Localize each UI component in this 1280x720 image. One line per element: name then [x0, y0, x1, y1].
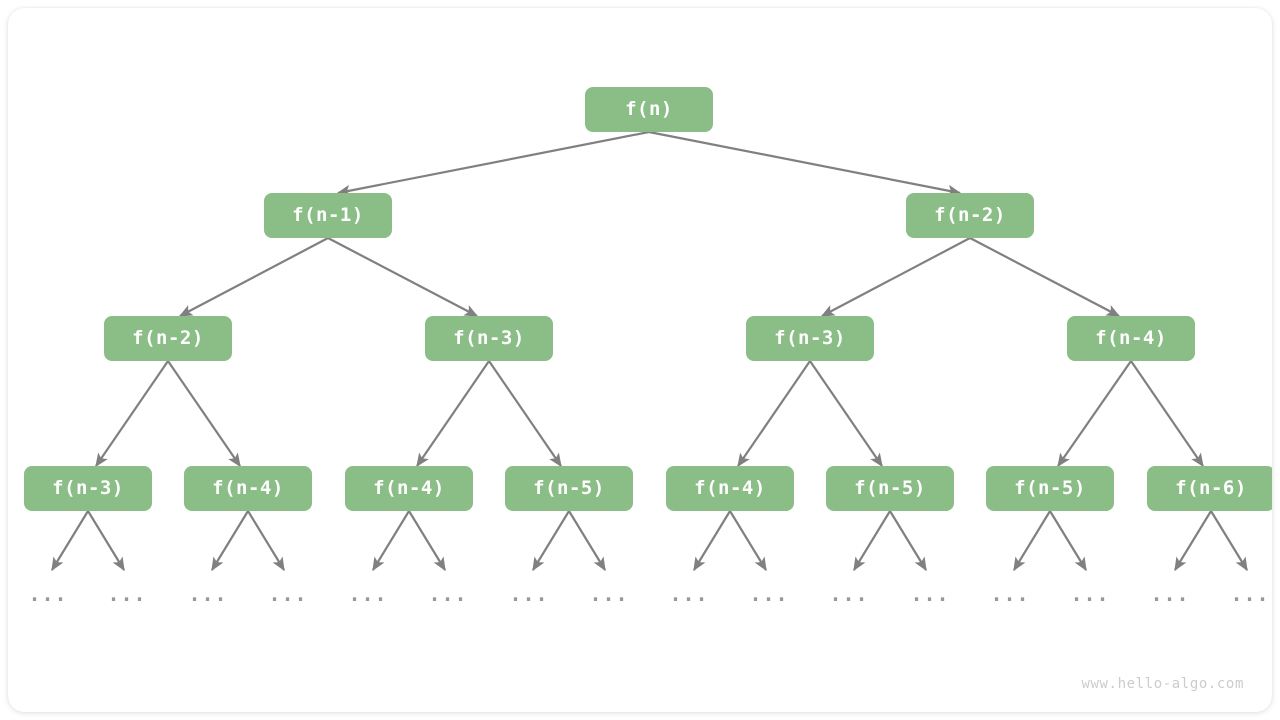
ellipsis-marker: ... — [1070, 582, 1110, 606]
ellipsis-marker: ... — [910, 582, 950, 606]
tree-edge — [1210, 510, 1248, 572]
tree-edge — [648, 130, 962, 197]
watermark: www.hello-algo.com — [1081, 676, 1244, 692]
tree-edge — [408, 510, 446, 572]
tree-edge — [1013, 510, 1051, 572]
tree-edge — [416, 360, 490, 468]
ellipsis-marker: ... — [589, 582, 629, 606]
tree-edge — [1174, 510, 1212, 572]
tree-node[interactable]: f(n-4) — [184, 465, 312, 511]
tree-node[interactable]: f(n-5) — [986, 465, 1114, 511]
tree-node[interactable]: f(n) — [585, 86, 713, 132]
tree-edge — [488, 360, 562, 468]
tree-edge — [87, 510, 125, 572]
tree-node[interactable]: f(n-3) — [425, 315, 553, 361]
tree-node[interactable]: f(n-2) — [906, 192, 1034, 238]
tree-node[interactable]: f(n-6) — [1147, 465, 1272, 511]
tree-edge — [1130, 360, 1204, 468]
tree-edge — [532, 510, 570, 572]
ellipsis-marker: ... — [669, 582, 709, 606]
tree-edge — [336, 130, 650, 197]
tree-edge — [372, 510, 410, 572]
ellipsis-marker: ... — [268, 582, 308, 606]
ellipsis-marker: ... — [1150, 582, 1190, 606]
ellipsis-marker: ... — [829, 582, 869, 606]
tree-edge — [1057, 360, 1132, 468]
tree-edge — [568, 510, 606, 572]
tree-edge — [167, 360, 241, 468]
tree-node[interactable]: f(n-2) — [104, 315, 232, 361]
ellipsis-marker: ... — [509, 582, 549, 606]
ellipsis-marker: ... — [28, 582, 68, 606]
tree-edge — [737, 360, 811, 468]
tree-node[interactable]: f(n-5) — [826, 465, 954, 511]
tree-edge — [327, 237, 479, 317]
ellipsis-marker: ... — [428, 582, 468, 606]
tree-node[interactable]: f(n-5) — [505, 465, 633, 511]
tree-node[interactable]: f(n-3) — [746, 315, 874, 361]
ellipsis-marker: ... — [1230, 582, 1270, 606]
tree-edge — [969, 237, 1121, 317]
diagram-card: f(n) f(n-1) f(n-2) f(n-2) f(n-3) f(n-3) f(n-4)… — [8, 8, 1272, 712]
tree-edge — [853, 510, 891, 572]
tree-node[interactable]: f(n-4) — [345, 465, 473, 511]
tree-node[interactable]: f(n-4) — [666, 465, 794, 511]
tree-edge — [889, 510, 927, 572]
tree-edge — [1049, 510, 1087, 572]
tree-edge — [211, 510, 249, 572]
ellipsis-marker: ... — [348, 582, 388, 606]
ellipsis-marker: ... — [188, 582, 228, 606]
tree-edge — [809, 360, 883, 468]
tree-edge — [51, 510, 89, 572]
tree-edge — [95, 360, 169, 468]
ellipsis-marker: ... — [749, 582, 789, 606]
ellipsis-marker: ... — [990, 582, 1030, 606]
tree-edge — [820, 237, 971, 317]
tree-node[interactable]: f(n-3) — [24, 465, 152, 511]
tree-edge — [178, 237, 329, 317]
tree-edge — [729, 510, 767, 572]
tree-edge — [247, 510, 285, 572]
ellipsis-marker: ... — [107, 582, 147, 606]
tree-node[interactable]: f(n-4) — [1067, 315, 1195, 361]
tree-node[interactable]: f(n-1) — [264, 192, 392, 238]
tree-edge — [693, 510, 731, 572]
